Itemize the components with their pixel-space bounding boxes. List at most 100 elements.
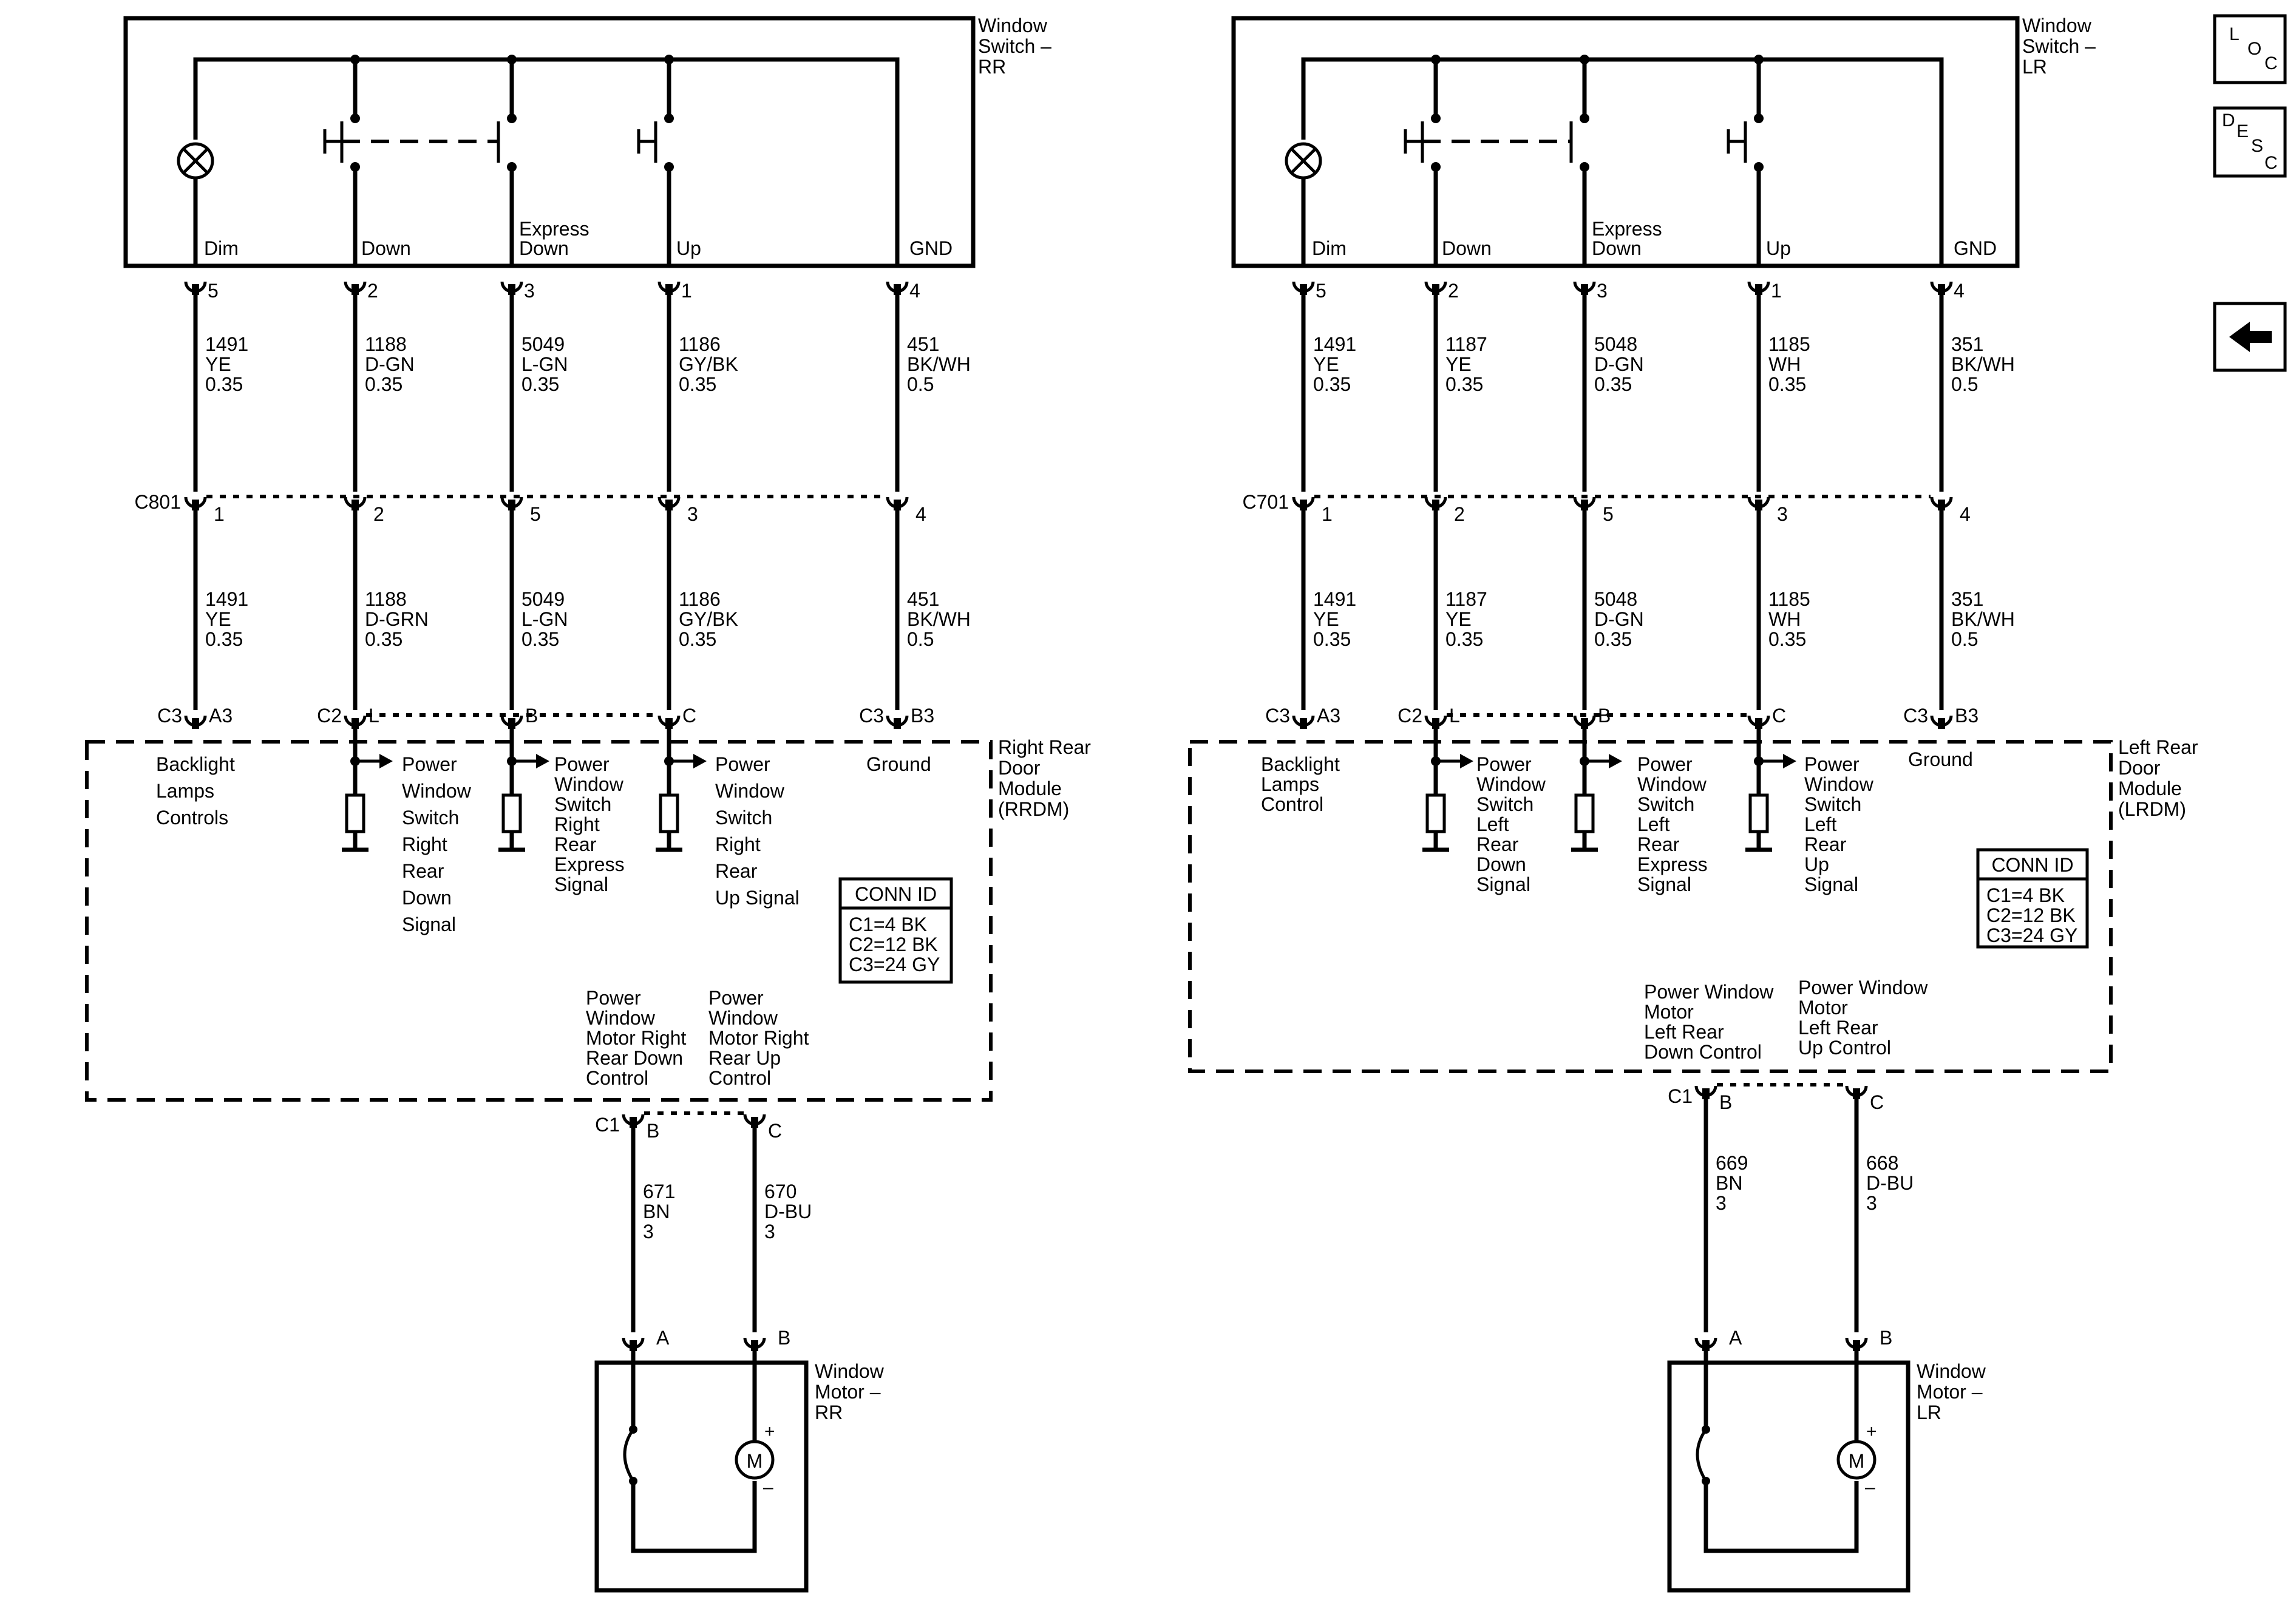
motor-title: Motor – <box>1917 1381 1983 1403</box>
wire-top-label-2: 0.35 <box>1594 373 1632 395</box>
signal-arrow-head <box>1460 754 1473 768</box>
module-func-3: Window <box>1804 773 1874 795</box>
motor-ctrl-0: Motor Right <box>586 1027 687 1049</box>
module-conn-id: C2 <box>317 705 342 727</box>
wire-top-label-0: 0.35 <box>1313 373 1351 395</box>
desc-letter: D <box>2222 110 2235 131</box>
contact-dot <box>350 114 360 123</box>
motor-conn-id: C1 <box>595 1114 620 1136</box>
module-title: Module <box>998 778 1062 799</box>
wire-bottom-label-1: 0.35 <box>365 628 402 650</box>
motor-conn-pin <box>1853 1340 1860 1351</box>
back-arrow-icon <box>2229 322 2272 352</box>
motor-wire-label-0: 671 <box>643 1181 675 1202</box>
module-conn-pin <box>1938 718 1945 729</box>
motor-plus: + <box>1866 1422 1877 1442</box>
motor-ctrl-1: Up Control <box>1798 1037 1891 1059</box>
module-func-0: Backlight <box>156 753 235 775</box>
module-func-2: Express <box>1637 853 1708 875</box>
motor-pin: B <box>778 1327 790 1349</box>
loc-button[interactable]: LOC <box>2213 14 2287 84</box>
motor-pin: B <box>1880 1327 1892 1349</box>
contact-dot <box>664 114 674 123</box>
wire-bottom-label-3: WH <box>1768 608 1801 630</box>
conn-id-box <box>838 877 953 984</box>
motor-wire-label-1: 3 <box>1866 1192 1877 1214</box>
module-func-1: Left <box>1476 813 1509 835</box>
motor-title: Motor – <box>815 1381 881 1403</box>
down-plunger <box>323 129 342 154</box>
motor-wire-label-1: D-BU <box>1866 1172 1914 1194</box>
wire-top-label-1: 1188 <box>365 333 407 355</box>
module-func-4: Ground <box>1908 748 1973 770</box>
switch-pin-label-1: Down <box>361 237 411 259</box>
wire-bottom-label-3: GY/BK <box>679 608 738 630</box>
conn-id-line: C3=24 GY <box>849 954 940 975</box>
contact-dot <box>507 114 517 123</box>
module-pin-id: C <box>1772 705 1786 727</box>
inline-pin-num: 4 <box>1960 503 1971 525</box>
motor-plus: + <box>764 1422 775 1442</box>
switch-conn-pin <box>192 284 199 295</box>
inline-pin-num: 5 <box>530 503 541 525</box>
module-title: Door <box>2118 757 2161 779</box>
module-func-2: Left <box>1637 813 1669 835</box>
wire-bottom-label-0: YE <box>1313 608 1339 630</box>
module-conn-pin <box>192 718 199 729</box>
module-func-3: Switch <box>1804 793 1861 815</box>
circuit-breaker-icon <box>623 1428 635 1482</box>
loc-letter: L <box>2229 24 2240 44</box>
loc-letter: O <box>2247 39 2261 59</box>
inline-conn-pin <box>894 500 901 510</box>
up-plunger <box>637 129 656 154</box>
inline-conn-pin <box>508 500 515 510</box>
wire-top-label-0: 1491 <box>1313 333 1356 355</box>
switch-bus <box>1301 57 1944 266</box>
resistor-icon <box>1574 793 1595 833</box>
module-func-3: Signal <box>1804 873 1858 895</box>
inline-conn-pin <box>352 500 359 510</box>
wire-top-label-3: 0.35 <box>679 373 716 395</box>
wire-top-label-0: 1491 <box>205 333 248 355</box>
motor-title: RR <box>815 1402 843 1423</box>
module-func-1: Window <box>1476 773 1546 795</box>
junction-dot <box>350 55 360 64</box>
switch-pin-label-2: Down <box>1592 237 1642 259</box>
wire-top-label-1: YE <box>1445 353 1472 375</box>
desc-button-frame <box>2213 106 2287 178</box>
resistor-icon <box>1748 793 1769 833</box>
back-button[interactable] <box>2213 302 2287 372</box>
wire-top-label-1: 1187 <box>1445 333 1487 355</box>
switch-conn-pin <box>894 284 901 295</box>
motor-conn-pin: C <box>1870 1091 1884 1113</box>
switch-pin-label-2: Express <box>1592 218 1662 240</box>
wire-bottom-label-1: 1187 <box>1445 588 1487 610</box>
motor-conn-id: C1 <box>1668 1085 1693 1107</box>
motor-ctrl-0: Window <box>586 1007 656 1029</box>
signal-arrow-head <box>1783 754 1796 768</box>
module-func-2: Rear <box>554 833 597 855</box>
junction-dot <box>1580 55 1589 64</box>
motor-wire-label-0: BN <box>1716 1172 1742 1194</box>
module-pin-id: C <box>682 705 696 727</box>
switch-pin-num: 2 <box>367 280 378 302</box>
wire-bottom-label-0: 0.35 <box>1313 628 1351 650</box>
module-func-1: Down <box>402 887 452 909</box>
wire-top-label-2: 5049 <box>521 333 565 355</box>
module-title: (RRDM) <box>998 798 1069 820</box>
module-func-4: Ground <box>866 753 931 775</box>
wire-top-label-0: YE <box>1313 353 1339 375</box>
up-plunger <box>1727 129 1745 154</box>
module-title: Module <box>2118 778 2182 799</box>
module-conn-id: C2 <box>1398 705 1422 727</box>
motor-wire-label-0: BN <box>643 1201 670 1222</box>
motor-icon <box>735 1440 775 1480</box>
module-func-3: Rear <box>1804 833 1847 855</box>
lamp-cross <box>1290 147 1317 174</box>
switch-bus <box>193 57 900 266</box>
